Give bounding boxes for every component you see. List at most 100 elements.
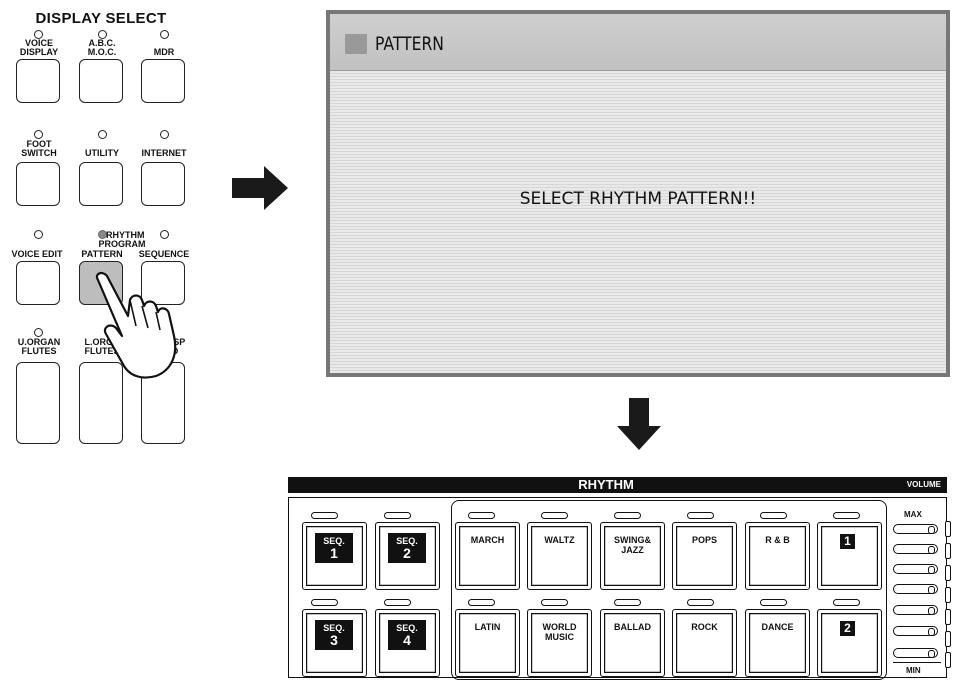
volume-slot-3 [893,564,938,574]
volume-slot-5 [893,605,938,615]
latin-label: LATIN [474,622,501,632]
seq-4-badge: SEQ.4 [388,620,426,650]
user-1-button[interactable]: 1 [817,522,882,590]
rock-label: ROCK [691,622,718,632]
u-organ-flutes-button[interactable] [16,362,60,444]
seq-4-led [384,599,411,606]
lcd-message: SELECT RHYTHM PATTERN!! [519,189,757,209]
waltz-label: WALTZ [544,535,575,545]
sequence-led [160,230,169,239]
rhythm-program-label: RHYTHM [106,230,145,240]
ballad-led [614,599,641,606]
user-2-button[interactable]: 2 [817,609,882,677]
abc-moc-label: A.B.C.M.O.C. [87,38,117,57]
user-2-number: 2 [840,621,855,636]
voice-display-button[interactable] [16,59,60,103]
seq-1-button[interactable]: SEQ.1 [302,522,367,590]
seq-3-button[interactable]: SEQ.3 [302,609,367,677]
volume-up-button[interactable] [945,521,951,537]
volume-title: VOLUME [906,480,941,489]
display-select-title: DISPLAY SELECT [35,10,167,27]
utility-label: UTILITY [85,148,119,158]
volume-divider [893,662,941,663]
seq-3-badge: SEQ.3 [315,620,353,650]
lcd-title-bar: PATTERN [330,14,946,71]
latin-led [468,599,495,606]
dance-button[interactable]: DANCE [745,609,810,677]
internet-button[interactable] [141,162,185,206]
lcd-screen: PATTERN SELECT RHYTHM PATTERN!! [326,10,950,377]
down-arrow-icon [617,398,661,450]
pattern-led [98,230,107,239]
march-label: MARCH [470,535,505,545]
abc-moc-led [98,30,107,39]
voice-edit-label: VOICE EDIT [11,249,63,259]
user-2-led [833,599,860,606]
sequence-label: SEQUENCE [138,249,190,259]
volume-down-button[interactable] [945,652,951,668]
mdr-button[interactable] [141,59,185,103]
swing-jazz-label: SWING&JAZZ [614,535,651,555]
sequence-button[interactable] [141,261,185,305]
internet-led [160,130,169,139]
rhythm-header-bar: RHYTHM VOLUME [288,477,947,493]
volume-slot-1 [893,524,938,534]
rhythm-program-label-line2: PROGRAM [98,239,146,249]
pattern-label: PATTERN [81,249,123,259]
world-music-led [541,599,568,606]
volume-step-button[interactable] [945,543,951,559]
volume-step-button[interactable] [945,565,951,581]
rhythm-title: RHYTHM [578,477,634,492]
rock-button[interactable]: ROCK [672,609,737,677]
rock-led [687,599,714,606]
march-led [468,512,495,519]
user-1-number: 1 [840,534,855,549]
internet-label: INTERNET [141,148,187,158]
seq-1-led [311,512,338,519]
latin-button[interactable]: LATIN [455,609,520,677]
volume-slot-7 [893,648,938,658]
lcd-title: PATTERN [375,33,444,55]
seq-2-led [384,512,411,519]
u-organ-flutes-led [34,328,43,337]
volume-step-button[interactable] [945,609,951,625]
dance-label: DANCE [761,622,794,632]
seq-2-button[interactable]: SEQ.2 [375,522,440,590]
voice-edit-button[interactable] [16,261,60,305]
r-and-b-button[interactable]: R & B [745,522,810,590]
volume-slot-2 [893,544,938,554]
pops-led [687,512,714,519]
mdr-label: MDR [153,47,175,57]
foot-switch-button[interactable] [16,162,60,206]
abc-moc-button[interactable] [79,59,123,103]
voice-display-led [34,30,43,39]
r-and-b-label: R & B [765,535,790,545]
right-arrow-icon [232,166,288,210]
seq-4-button[interactable]: SEQ.4 [375,609,440,677]
user-1-led [833,512,860,519]
r-and-b-led [760,512,787,519]
volume-step-button[interactable] [945,631,951,647]
seq-1-badge: SEQ.1 [315,533,353,563]
l-organ-flutes-button[interactable] [79,362,123,444]
pops-button[interactable]: POPS [672,522,737,590]
pointing-hand-icon [95,271,177,379]
swing-jazz-led [614,512,641,519]
volume-step-button[interactable] [945,587,951,603]
dance-led [760,599,787,606]
march-button[interactable]: MARCH [455,522,520,590]
utility-button[interactable] [79,162,123,206]
swing-jazz-button[interactable]: SWING&JAZZ [600,522,665,590]
lcd-screen-body: PATTERN SELECT RHYTHM PATTERN!! [330,14,946,373]
waltz-led [541,512,568,519]
title-square-icon [345,34,367,54]
utility-led [98,130,107,139]
ballad-button[interactable]: BALLAD [600,609,665,677]
waltz-button[interactable]: WALTZ [527,522,592,590]
volume-min-label: MIN [906,666,921,675]
ballad-label: BALLAD [614,622,651,632]
